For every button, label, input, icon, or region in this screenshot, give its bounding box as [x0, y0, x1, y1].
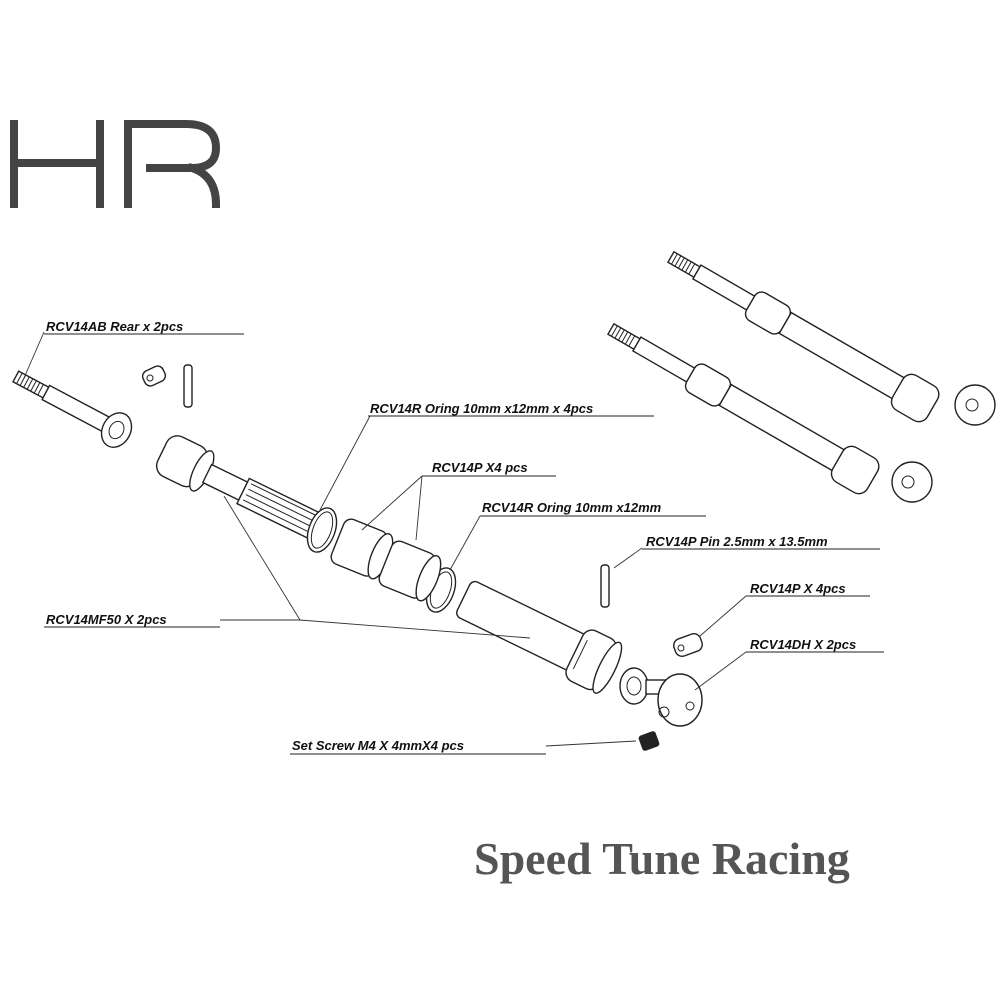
hr-logo: [10, 120, 221, 209]
label-dh: RCV14DH X 2pcs: [746, 637, 884, 653]
label-p-x4b-text: RCV14P X 4pcs: [750, 581, 846, 596]
set-screw: [638, 731, 660, 751]
label-p-x4b: RCV14P X 4pcs: [746, 581, 870, 597]
cross-pin-dh: [673, 633, 703, 657]
rear-axle-part: [12, 370, 133, 448]
drive-head: [619, 667, 703, 727]
label-dh-text: RCV14DH X 2pcs: [750, 637, 856, 652]
brand-name: Speed Tune Racing: [474, 833, 850, 884]
pin-2-5mm: [600, 564, 610, 608]
vertical-pin: [183, 364, 193, 408]
label-oring: RCV14R Oring 10mm x12mm: [480, 500, 706, 517]
assembled-axle-top: [666, 250, 996, 426]
label-mf50: RCV14MF50 X 2pcs: [44, 612, 220, 628]
leader-lines: [23, 331, 747, 747]
label-oring-4-text: RCV14R Oring 10mm x12mm x 4pcs: [370, 401, 593, 416]
bushing-1: [330, 518, 394, 580]
label-p-x4-text: RCV14P X4 pcs: [432, 460, 528, 475]
label-setscrew-text: Set Screw M4 X 4mmX4 pcs: [292, 738, 464, 753]
outer-tube: [456, 580, 623, 694]
drive-cup-spline-shaft: [155, 435, 324, 541]
label-oring-text: RCV14R Oring 10mm x12mm: [482, 500, 662, 515]
label-p-x4: RCV14P X4 pcs: [422, 460, 556, 477]
oring-left: [306, 507, 338, 553]
cross-pin-small: [141, 365, 167, 387]
label-oring-4: RCV14R Oring 10mm x12mm x 4pcs: [368, 401, 654, 417]
label-setscrew: Set Screw M4 X 4mmX4 pcs: [290, 738, 546, 755]
label-rear: RCV14AB Rear x 2pcs: [44, 319, 244, 335]
label-mf50-text: RCV14MF50 X 2pcs: [46, 612, 167, 627]
label-rear-text: RCV14AB Rear x 2pcs: [46, 319, 183, 334]
bushing-2: [378, 540, 442, 602]
label-pin: RCV14P Pin 2.5mm x 13.5mm: [642, 534, 880, 550]
assembled-axle-bottom: [606, 322, 933, 503]
label-pin-text: RCV14P Pin 2.5mm x 13.5mm: [646, 534, 828, 549]
